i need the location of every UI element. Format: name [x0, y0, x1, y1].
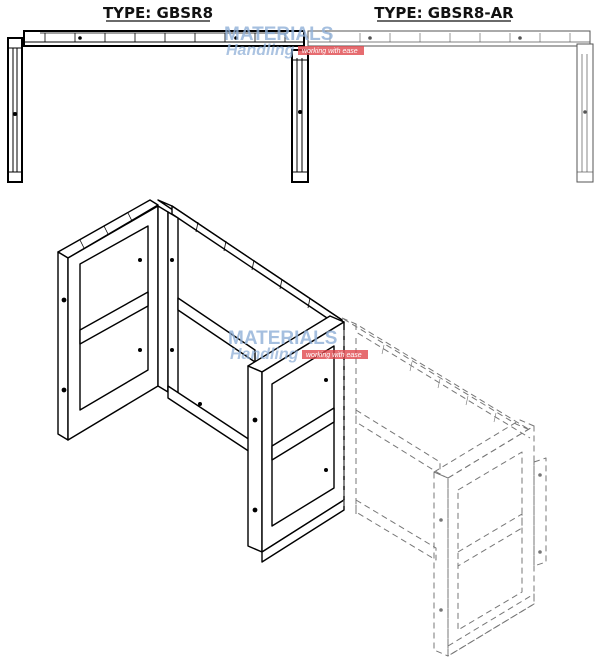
watermark-middle-tagline: working with ease: [306, 352, 362, 359]
iso-ar-end-top-rail: [433, 419, 535, 479]
isometric-gbsr8-ar: [341, 317, 547, 657]
elevation-gbsr8-ar: [307, 30, 594, 183]
top-rail-gbsr8-ar: [307, 30, 591, 47]
iso-ar-end-post-front: [433, 471, 449, 657]
watermark-top-line2: Handling: [226, 42, 295, 59]
iso-ar-top-rail: [341, 317, 531, 431]
iso-ar-end-shelf-brace: [457, 513, 523, 567]
watermark-middle-line1: MATERIALS: [228, 328, 337, 349]
watermark-middle-line2: Handling: [230, 346, 299, 363]
isometric-gbsr8: [57, 199, 345, 563]
watermark-middle: MATERIALS Handling working with ease: [228, 328, 368, 363]
watermark-top-badge: [298, 46, 364, 55]
post-right-gbsr8: [291, 49, 309, 183]
watermark-top-line1: MATERIALS: [224, 24, 333, 45]
watermark-middle-badge: [302, 350, 368, 359]
post-left-gbsr8: [7, 37, 23, 183]
watermark-top-tagline: working with ease: [302, 48, 358, 55]
iso-ar-back-brace: [355, 409, 441, 475]
iso-bottom-rail-back: [167, 385, 251, 453]
iso-left-post-front: [57, 251, 69, 441]
watermark-top: MATERIALS Handling working with ease: [224, 24, 364, 59]
rail-tick-marks: [44, 33, 286, 42]
iso-ar-wall-bracket: [533, 457, 547, 567]
iso-middle-post: [157, 205, 169, 393]
label-type-gbsr8: TYPE: GBSR8: [103, 4, 213, 22]
iso-right-post-front: [247, 365, 263, 553]
iso-ar-bottom-rail: [355, 499, 437, 561]
label-type-gbsr8-ar: TYPE: GBSR8-AR: [374, 4, 514, 22]
